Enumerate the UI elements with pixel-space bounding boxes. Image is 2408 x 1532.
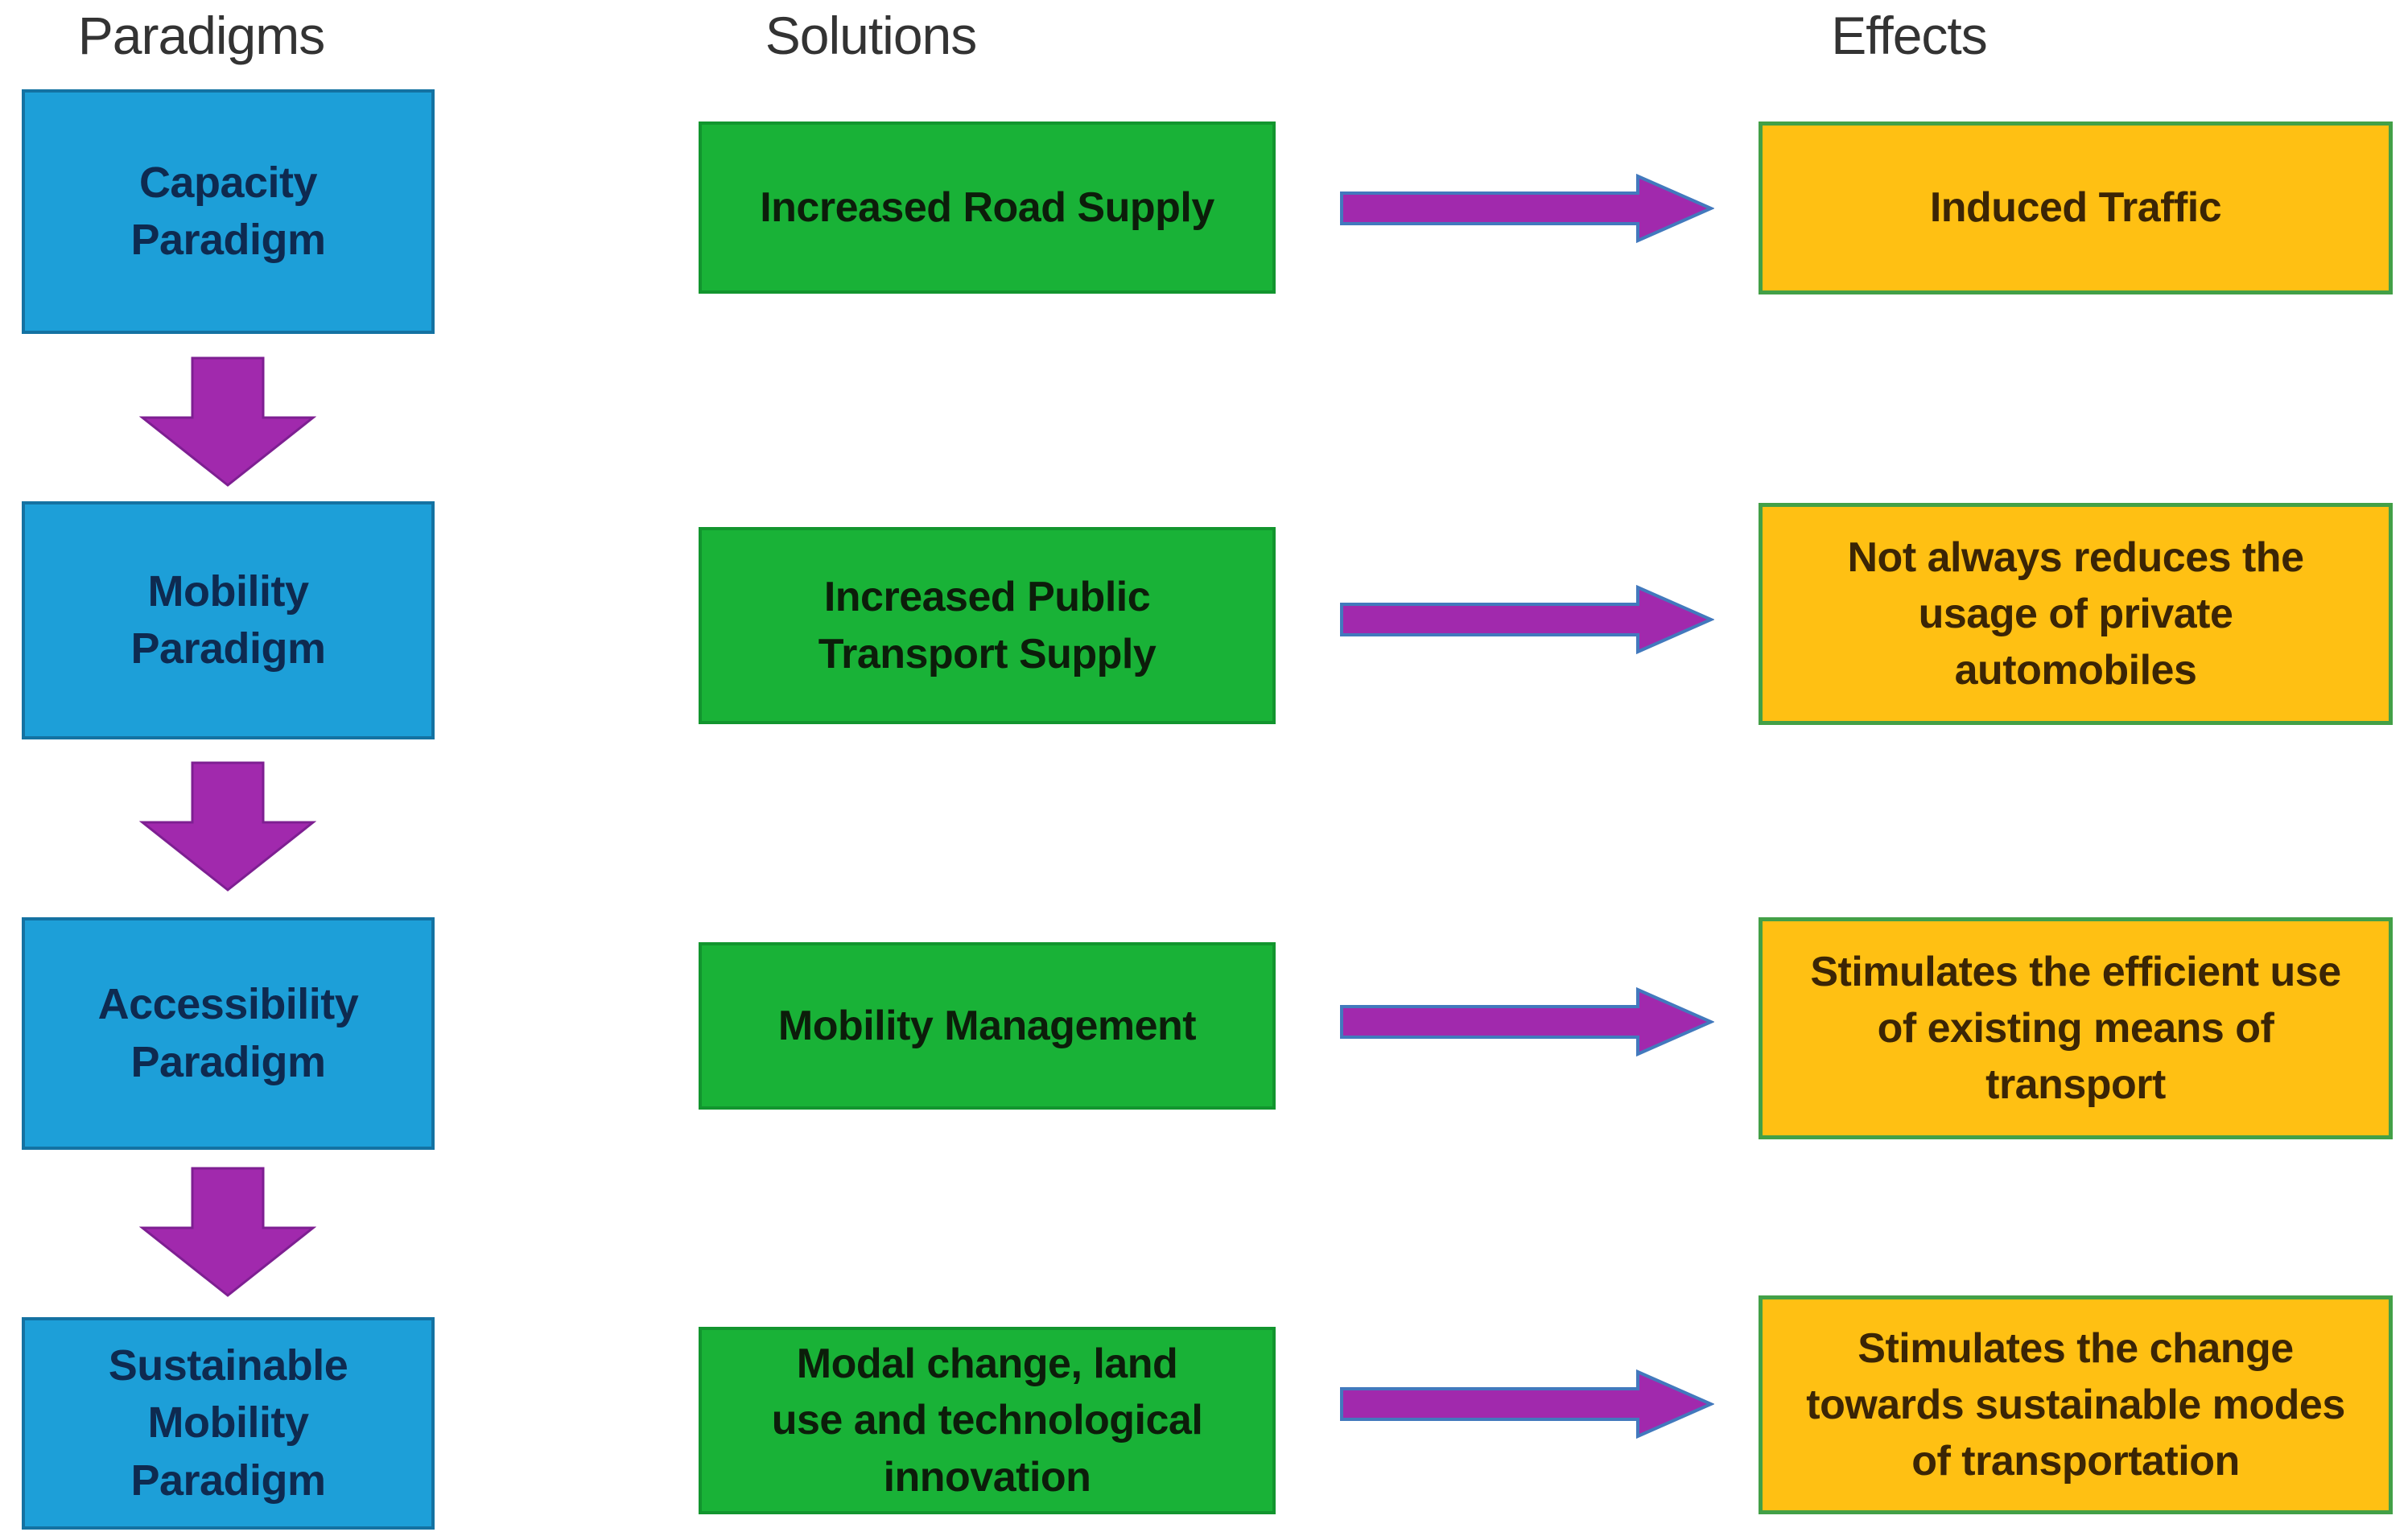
right-arrow-icon [1340,986,1714,1057]
effect-box-induced-traffic: Induced Traffic [1759,121,2393,294]
solution-box-increased-road-supply: Increased Road Supply [699,121,1276,294]
effect-box-private-automobiles: Not always reduces the usage of private … [1759,503,2393,725]
paradigm-box-sustainable-mobility: Sustainable Mobility Paradigm [22,1317,435,1530]
effect-box-efficient-use: Stimulates the efficient use of existing… [1759,917,2393,1139]
paradigm-box-mobility: Mobility Paradigm [22,501,435,739]
down-arrow-icon [139,356,316,487]
paradigm-box-capacity: Capacity Paradigm [22,89,435,334]
solution-box-increased-public-transport-supply: Increased Public Transport Supply [699,527,1276,724]
effect-box-sustainable-modes: Stimulates the change towards sustainabl… [1759,1295,2393,1514]
right-arrow-icon [1340,173,1714,244]
down-arrow-icon [139,1167,316,1297]
column-header-solutions: Solutions [765,6,978,65]
solution-box-modal-change: Modal change, land use and technological… [699,1327,1276,1514]
paradigm-box-accessibility: Accessibility Paradigm [22,917,435,1150]
down-arrow-icon [139,761,316,892]
right-arrow-icon [1340,584,1714,655]
right-arrow-icon [1340,1369,1714,1439]
column-header-effects: Effects [1831,6,1988,65]
solution-box-mobility-management: Mobility Management [699,942,1276,1110]
column-header-paradigms: Paradigms [77,6,325,65]
